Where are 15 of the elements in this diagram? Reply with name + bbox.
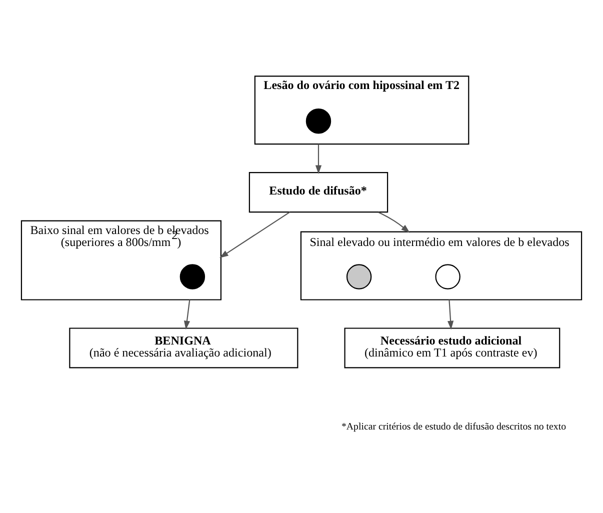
node-box: Necessário estudo adicional (dinâmico em T1 após contraste ev) bbox=[344, 327, 560, 368]
arrow bbox=[447, 299, 454, 330]
arrow bbox=[184, 299, 190, 330]
node-box: BENIGNA (não é necessária avaliação adicional) bbox=[69, 327, 298, 368]
arrow bbox=[378, 211, 410, 232]
node-box: Estudo de difusão* bbox=[248, 172, 388, 212]
node-circle bbox=[346, 264, 372, 289]
cluster: Sinal elevado ou intermédio em valores de b elevados bbox=[300, 230, 582, 300]
label: *Aplicar critérios de estudo de difusão descritos no texto bbox=[342, 420, 566, 432]
arrow bbox=[315, 144, 322, 174]
arrow bbox=[220, 211, 290, 258]
node-circle bbox=[435, 264, 460, 289]
cluster: Lesão do ovário com hipossinal em T2 bbox=[254, 75, 470, 144]
node-circle bbox=[180, 264, 206, 289]
node-circle bbox=[306, 108, 332, 134]
